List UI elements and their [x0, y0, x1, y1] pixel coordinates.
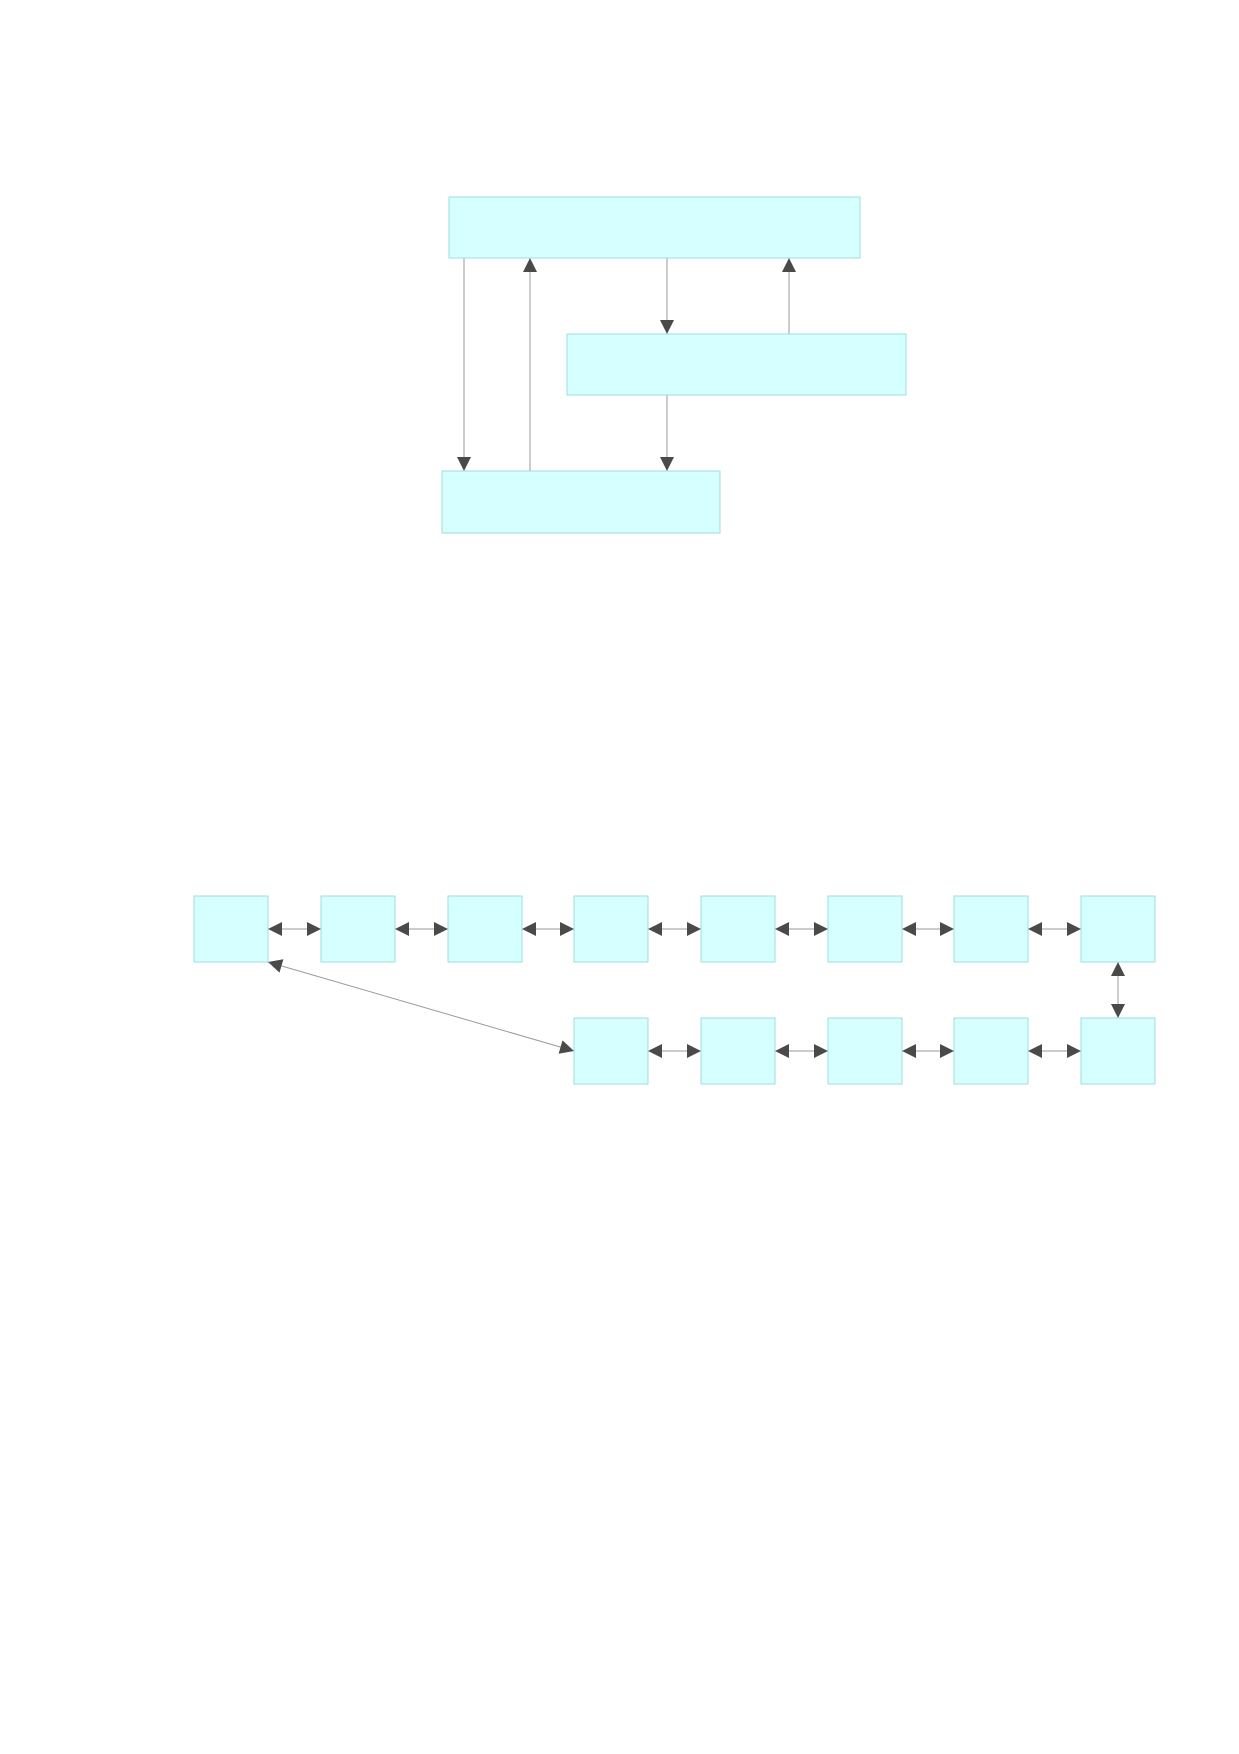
node-top-c	[441, 470, 721, 534]
top-diagram-edges	[457, 258, 796, 471]
top-diagram	[441, 196, 907, 534]
row1-node-5	[700, 895, 776, 963]
row2-node-4	[953, 1017, 1029, 1085]
row2-node-1	[573, 1017, 649, 1085]
diagonal-edge	[267, 959, 575, 1054]
row1-node-3	[447, 895, 523, 963]
bottom-diagram-nodes	[193, 895, 1156, 1085]
node-top-a	[448, 196, 861, 259]
row2-node-3	[827, 1017, 903, 1085]
row2-node-2	[700, 1017, 776, 1085]
bottom-diagram	[193, 895, 1156, 1085]
row1-node-7	[953, 895, 1029, 963]
node-top-b	[566, 333, 907, 396]
row1-node-2	[320, 895, 396, 963]
row1-node-1	[193, 895, 269, 963]
row2-node-5	[1080, 1017, 1156, 1085]
bottom-diagram-edges	[267, 922, 1125, 1058]
row1-node-4	[573, 895, 649, 963]
row1-node-6	[827, 895, 903, 963]
top-diagram-nodes	[441, 196, 907, 534]
row1-node-8	[1080, 895, 1156, 963]
